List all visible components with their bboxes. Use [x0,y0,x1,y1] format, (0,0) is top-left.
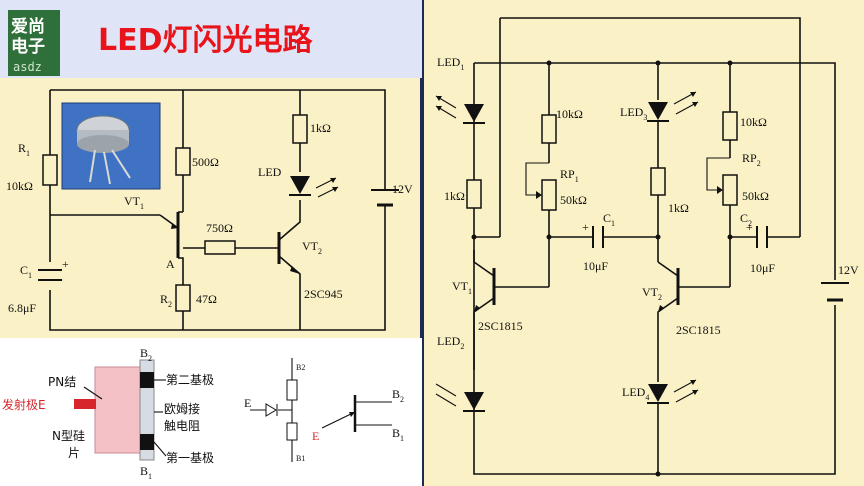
led1-label: LED1 [437,55,464,72]
brand-logo: 爱尚 电子 asdz [8,10,60,76]
c1-name: C1 [20,263,32,280]
cap-a-label: 10μF [583,259,608,273]
r-10k-a [541,114,557,144]
r-1k-a-label: 1kΩ [444,189,465,203]
r-10k-a-label: 10kΩ [556,107,583,121]
right-panel-bg [422,0,864,486]
c1-value: 6.8μF [8,301,36,315]
eq-e-label: E [244,396,251,410]
sym-b2-label: B2 [392,387,404,404]
ujt-photo [61,102,161,190]
cap-b-label: 10μF [750,261,775,275]
r-1k-b [650,167,666,196]
sym-e-label: E [312,429,319,443]
page-title: LED灯闪光电路 [98,23,314,58]
eq-b2-label: B2 [296,363,305,372]
r1-name: R1 [18,141,30,158]
battery-label: 12V [392,182,413,196]
logo-line2: 电子 [11,36,45,57]
rp1-label: RP1 [560,167,579,184]
plus-b: + [746,220,753,234]
part-a-label: 2SC1815 [478,319,523,333]
led1-symbol [464,104,484,122]
led-label: LED [258,165,282,179]
led4-label: LED4 [622,385,649,402]
r-1k-a [466,179,482,209]
led3-symbol [648,102,668,120]
r2-value: 47Ω [196,292,217,306]
vt1-right-label: VT1 [452,279,472,296]
r1-resistor [42,154,58,186]
vt2-right-label: VT2 [642,285,662,302]
r-1k-b-label: 1kΩ [668,201,689,215]
r2-resistor [175,284,191,312]
ohmic-label1: 欧姆接 [164,401,200,416]
r-10k-b [722,111,738,141]
vt2-name: VT2 [302,239,322,256]
first-base-label: 第一基极 [166,451,214,465]
r-10k-b-label: 10kΩ [740,115,767,129]
right-circuit: 12V LED1 1kΩ VT1 2SC1815 LED2 10kΩ RP1 5… [435,17,859,477]
ujt-structure: PN结 发射极E N型硅 片 B2 B1 第二基极 欧姆接 触电阻 第一基极 E… [2,346,404,481]
n-type-label: N型硅 [52,429,85,443]
vt1-name: VT1 [124,194,144,211]
pot-50k-a-label: 50kΩ [560,193,587,207]
r1-value: 10kΩ [6,179,33,193]
logo-line1: 爱尚 [11,16,45,37]
rp2-label: RP2 [742,151,761,168]
b1-label: B1 [140,464,152,481]
rp2-pot [722,174,738,206]
led-symbol [290,176,310,194]
battery-symbol [371,185,399,212]
c1-plus: + [62,257,69,271]
panel-divider [420,0,424,486]
led3-label: LED3 [620,105,647,122]
eq-b1-label: B1 [296,454,305,463]
led4-symbol [648,384,668,402]
ohmic-label2: 触电阻 [164,419,200,433]
node-a: A [166,257,175,271]
r-500-label: 500Ω [192,155,219,169]
led2-label: LED2 [437,334,464,351]
battery-right-label: 12V [838,263,859,277]
n-type-label2: 片 [68,446,80,460]
rp1-pot [541,179,557,211]
second-base-label: 第二基极 [166,373,214,387]
r2-name: R2 [160,292,172,309]
part-b-label: 2SC1815 [676,323,721,337]
c1-right-label: C1 [603,211,615,228]
vt2-part: 2SC945 [304,287,343,301]
r-1k-label: 1kΩ [310,121,331,135]
c1-capacitor [38,262,62,290]
c2-right-label: C2 [740,211,752,228]
r-750-label: 750Ω [206,221,233,235]
pn-junction-label: PN结 [48,375,76,389]
led2-symbol [464,392,484,410]
r-750-resistor [204,240,236,255]
header-bar [0,0,422,78]
b2-label: B2 [140,346,152,363]
r-500-resistor [175,147,191,176]
logo-sub: asdz [13,60,42,74]
sym-b1-label: B1 [392,426,404,443]
left-circuit: 12V R1 10kΩ + C1 6.8μF 500Ω [6,89,413,331]
r-1k-resistor [292,114,308,144]
pot-50k-b-label: 50kΩ [742,189,769,203]
plus-a: + [582,220,589,234]
emitter-label: 发射极E [2,397,46,412]
